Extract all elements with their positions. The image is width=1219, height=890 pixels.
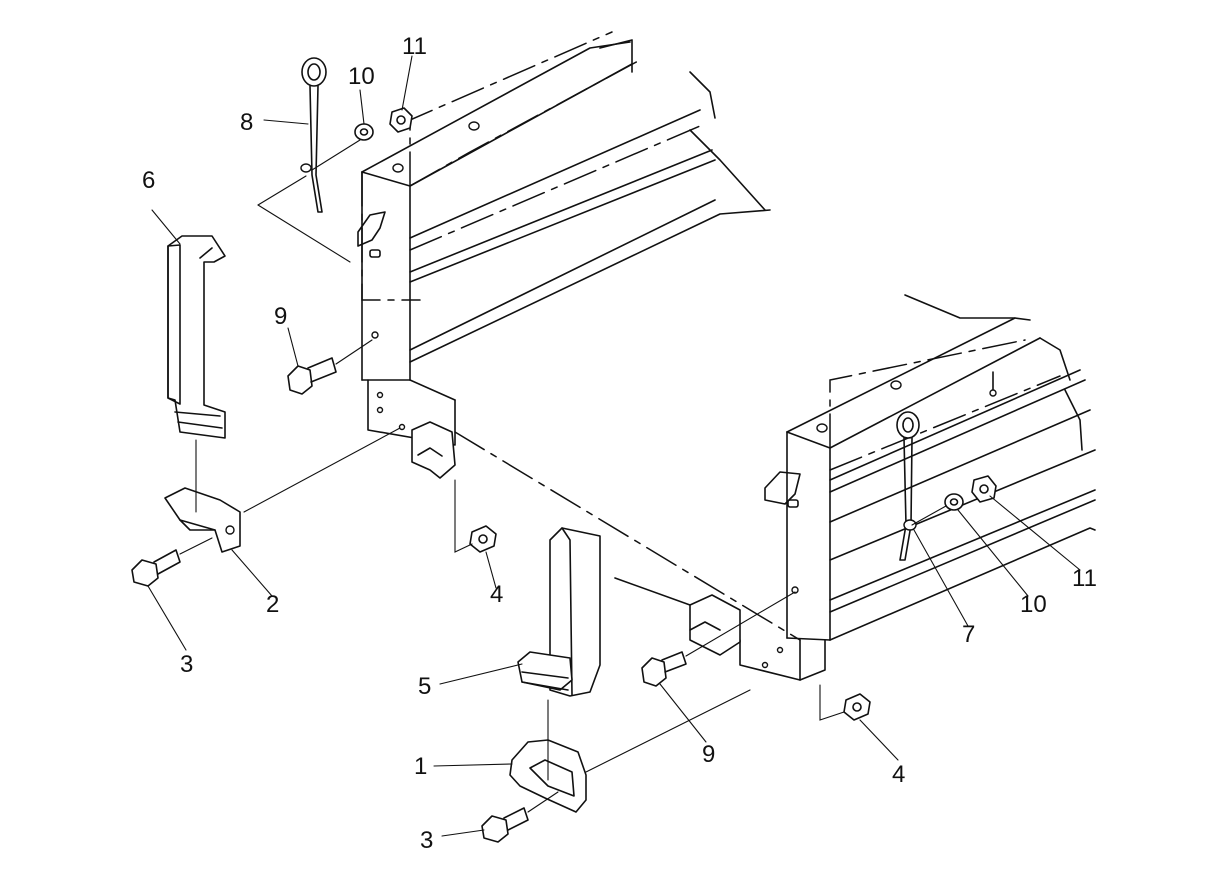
callout-10-upper: 10 [348, 63, 375, 90]
part-6-support-arm [167, 235, 226, 439]
bolt-9-upper [287, 339, 373, 395]
callout-9-upper: 9 [274, 303, 287, 330]
washer-nut-lower [911, 475, 997, 526]
callout-9-lower: 9 [702, 741, 715, 768]
callout-11-lower: 11 [1072, 565, 1097, 592]
callout-6: 6 [142, 167, 155, 194]
callout-8: 8 [240, 109, 253, 136]
callout-3-right: 3 [420, 827, 433, 854]
part-7-pin [896, 411, 920, 561]
callout-10-lower: 10 [1020, 591, 1047, 618]
bolt-9-lower [641, 591, 796, 687]
part-5-support-arm [517, 527, 601, 697]
nut-4-right [819, 684, 871, 721]
callout-3-left: 3 [180, 651, 193, 678]
callout-5: 5 [418, 673, 431, 700]
callout-2: 2 [266, 591, 279, 618]
right-body-panel [764, 294, 1096, 641]
right-lower-sill [614, 577, 826, 681]
callout-4-middle: 4 [490, 581, 503, 608]
callout-7: 7 [962, 621, 975, 648]
part-1-bracket [509, 689, 751, 813]
callout-labels: 6 8 10 11 9 2 3 4 5 1 3 9 7 10 11 4 [142, 33, 1097, 854]
left-lower-sill [367, 379, 801, 641]
callout-1: 1 [414, 753, 427, 780]
washer-nut-upper [257, 107, 413, 263]
bolt-3-left [131, 537, 213, 587]
bolt-3-right [481, 791, 559, 843]
left-body-panel [357, 31, 771, 381]
part-2-bracket [164, 427, 401, 553]
nut-4-middle [454, 479, 497, 553]
part-8-pin [300, 57, 327, 213]
callout-11-upper: 11 [402, 33, 427, 60]
callout-4-right: 4 [892, 761, 905, 788]
leader-lines [147, 55, 1081, 837]
